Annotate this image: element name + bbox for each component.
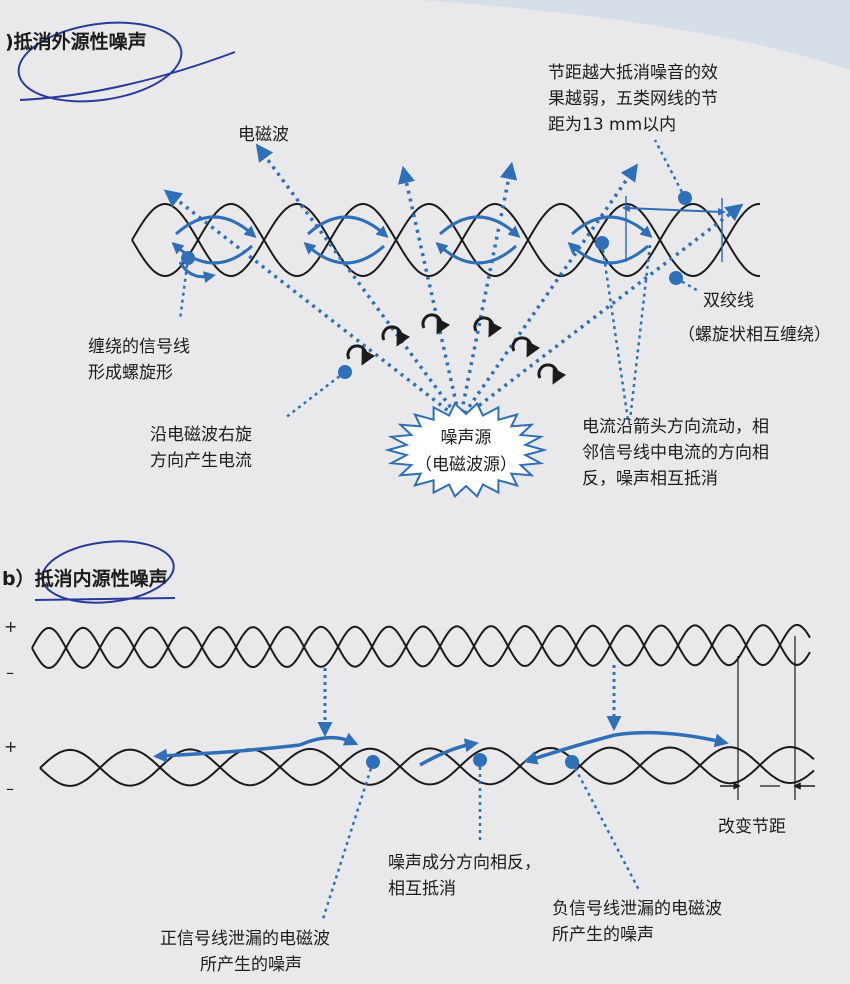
minus-sign-top: – — [6, 663, 14, 682]
negative-leak-note-line2: 所产生的噪声 — [552, 925, 654, 945]
pen-circle-b — [41, 540, 175, 604]
current-arc-upper — [439, 215, 521, 238]
swirl-arrow — [537, 363, 567, 385]
minus-sign-bottom: – — [6, 779, 14, 798]
current-arc-lower — [567, 242, 649, 265]
em-wave-ray — [458, 163, 638, 421]
twisted-pair-leader — [675, 276, 701, 294]
twisted-pair-cable-b-top — [31, 624, 811, 669]
pitch-note-line2: 果越弱，五类网线的节 — [548, 89, 718, 109]
wire-b2-1 — [39, 745, 815, 787]
current-arc-upper — [175, 215, 257, 238]
em-wave-ray — [398, 165, 462, 421]
noise-flow-right — [614, 730, 729, 748]
rotation-arrows — [346, 313, 567, 385]
positive-leak-note-line2: 所产生的噪声 — [200, 955, 302, 975]
swirl-arrow — [421, 313, 451, 335]
noise-flow-arrows — [153, 730, 729, 767]
current-arc-lower — [435, 242, 517, 265]
twisted-pair-cable-a — [131, 203, 760, 277]
opposite-note-line2: 相互抵消 — [388, 879, 456, 899]
current-leader-1 — [600, 242, 630, 421]
swirl-arrow — [511, 336, 541, 358]
pen-underline-b — [34, 597, 176, 601]
section-b: b）抵消内源性噪声 + – + – 改变节距 噪声成分方向相反， 相互抵消 正信… — [2, 540, 815, 975]
change-pitch-label: 改变节距 — [718, 817, 786, 837]
positive-leak-note-line1: 正信号线泄漏的电磁波 — [160, 929, 330, 949]
positive-leak-leader — [320, 761, 375, 923]
rotation-note-line1: 沿电磁波右旋 — [150, 425, 252, 445]
section-a-title: )抵消外源性噪声 — [5, 30, 147, 53]
signal-wire-note-line2: 形成螺旋形 — [88, 363, 173, 383]
wire-b1-2 — [31, 624, 811, 669]
pen-stroke-a — [19, 51, 236, 101]
em-wave-ray — [163, 189, 462, 422]
swirl-arrow — [346, 344, 376, 366]
plus-sign-bottom: + — [4, 737, 17, 756]
wire-a-1 — [131, 203, 760, 277]
current-arc-upper — [307, 215, 389, 238]
pitch-arrow — [622, 204, 726, 216]
em-wave-rays — [163, 143, 744, 422]
pitch-leader — [653, 139, 687, 199]
negative-leak-note-line1: 负信号线泄漏的电磁波 — [552, 899, 722, 919]
current-note-line3: 反，噪声相互抵消 — [582, 469, 718, 489]
rotation-note-line2: 方向产生电流 — [150, 451, 252, 471]
noise-flow-center — [419, 738, 479, 767]
current-leader-2 — [628, 244, 652, 421]
current-note-line1: 电流沿箭头方向流动，相 — [582, 417, 769, 437]
opposite-note-line1: 噪声成分方向相反， — [388, 853, 541, 873]
twisted-pair-label: 双绞线 — [703, 291, 754, 311]
signal-wire-note-line1: 缠绕的信号线 — [88, 337, 190, 357]
em-wave-ray — [458, 161, 518, 421]
twisted-pair-note: （螺旋状相互缠绕） — [678, 325, 831, 345]
noise-flow-right-left — [523, 733, 616, 765]
noise-source-label: 噪声源 — [441, 428, 492, 448]
pitch-note-line1: 节距越大抵消噪音的效 — [548, 63, 718, 83]
noise-flow-left — [153, 743, 301, 763]
pitch-note-line3: 距为13 mm以内 — [548, 115, 676, 135]
noise-source-burst — [384, 402, 548, 498]
current-arc-lower — [303, 242, 385, 265]
wire-a-2 — [131, 203, 760, 277]
current-arc-edge — [178, 261, 216, 284]
page-edge-shadow — [420, 0, 850, 70]
current-arc-upper — [571, 215, 653, 238]
twisted-pair-cable-b-bottom — [39, 745, 815, 787]
noise-source-sublabel: （电磁波源） — [415, 455, 517, 475]
wire-b2-2 — [39, 746, 815, 787]
section-b-title: b）抵消内源性噪声 — [2, 567, 168, 590]
em-wave-label: 电磁波 — [238, 125, 289, 145]
plus-sign-top: + — [4, 617, 17, 636]
current-note-line2: 邻信号线中电流的方向相 — [582, 443, 769, 463]
section-a: )抵消外源性噪声 噪声源 （电磁波源） 电磁波 节距越大抵消噪音的效 — [5, 21, 831, 498]
negative-leak-leader — [570, 761, 642, 893]
swirl-arrow — [473, 316, 503, 338]
noise-flow-right-short — [299, 732, 359, 747]
swirl-arrow — [381, 325, 411, 347]
rotation-leader — [284, 371, 346, 419]
pen-circle-a — [17, 21, 183, 103]
em-wave-ray — [458, 203, 744, 422]
wire-b1-1 — [31, 624, 811, 669]
